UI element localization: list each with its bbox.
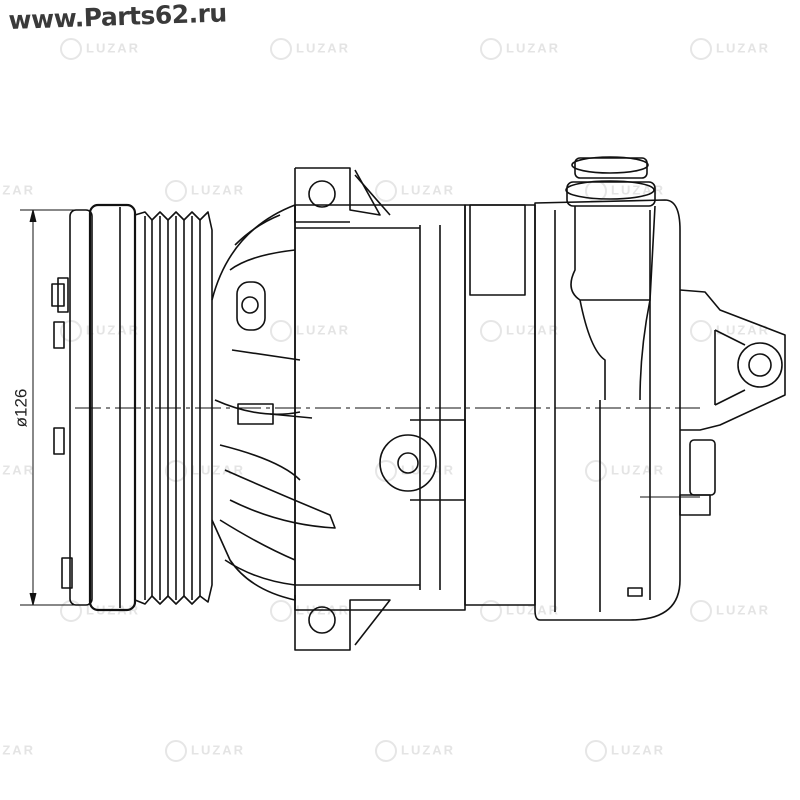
- luzar-watermark: LUZAR: [480, 38, 560, 60]
- luzar-watermark: LUZAR: [165, 740, 245, 762]
- luzar-watermark: LUZAR: [0, 460, 35, 482]
- luzar-watermark: LUZAR: [165, 180, 245, 202]
- luzar-watermark: LUZAR: [480, 600, 560, 622]
- luzar-watermark: LUZAR: [585, 740, 665, 762]
- refrigerant-fitting: [565, 156, 656, 401]
- middle-section: [464, 204, 536, 606]
- luzar-watermark: LUZAR: [270, 38, 350, 60]
- luzar-watermark: LUZAR: [690, 320, 770, 342]
- rear-head: [534, 199, 681, 621]
- luzar-watermark: LUZAR: [0, 740, 35, 762]
- luzar-watermark: LUZAR: [690, 38, 770, 60]
- mount-ear-top: [294, 167, 391, 223]
- dimension-line: [20, 209, 75, 606]
- luzar-watermark: LUZAR: [270, 320, 350, 342]
- pulley: [88, 203, 213, 612]
- luzar-watermark: LUZAR: [375, 740, 455, 762]
- diameter-dimension-label: ø126: [11, 388, 31, 428]
- luzar-watermark: LUZAR: [165, 460, 245, 482]
- clutch-plate: [69, 209, 93, 606]
- luzar-watermark: LUZAR: [480, 320, 560, 342]
- luzar-watermark: LUZAR: [60, 320, 140, 342]
- front-housing: [211, 204, 336, 601]
- mount-ear-bottom: [294, 595, 391, 651]
- rear-mount: [679, 289, 786, 516]
- luzar-watermark: LUZAR: [375, 180, 455, 202]
- luzar-watermark: LUZAR: [690, 600, 770, 622]
- clutch-bolts: [51, 277, 73, 589]
- luzar-watermark: LUZAR: [60, 38, 140, 60]
- luzar-watermark: LUZAR: [0, 180, 35, 202]
